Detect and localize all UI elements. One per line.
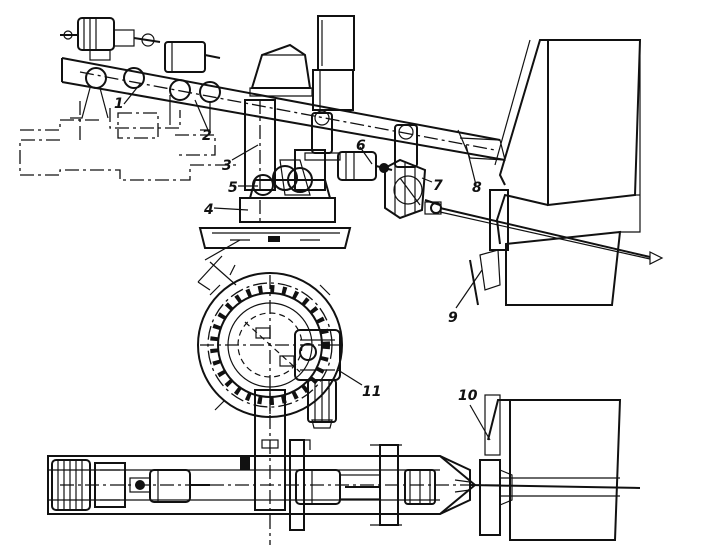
callout-10: 10	[458, 388, 478, 404]
callout-8: 8	[472, 180, 482, 196]
callout-1: 1	[114, 96, 124, 112]
callout-3: 3	[222, 158, 232, 174]
ring-drive-motor	[294, 329, 341, 429]
boom-plan	[47, 439, 641, 531]
furnace-wall-upper	[469, 39, 642, 306]
callout-7: 7	[433, 178, 443, 194]
callout-2: 2	[202, 128, 212, 144]
callouts: 1 2 3 4 5 6 7 8 9 10 11	[114, 96, 482, 404]
column-plan	[240, 389, 286, 545]
boom-beam	[61, 57, 506, 161]
callout-11: 11	[362, 384, 381, 400]
boom-clamps	[304, 110, 442, 220]
dimension-mark	[197, 239, 241, 291]
tapping-rod	[439, 207, 664, 265]
callout-9: 9	[448, 310, 458, 326]
callout-5: 5	[228, 180, 238, 196]
drive-assembly	[60, 17, 221, 73]
callout-6: 6	[356, 138, 366, 154]
furnace-wall-lower	[479, 394, 622, 541]
plan-view	[47, 239, 641, 545]
callout-4: 4	[203, 202, 214, 218]
leader-lines	[123, 83, 491, 441]
background-outline	[19, 100, 240, 181]
elevation-view	[19, 15, 664, 306]
